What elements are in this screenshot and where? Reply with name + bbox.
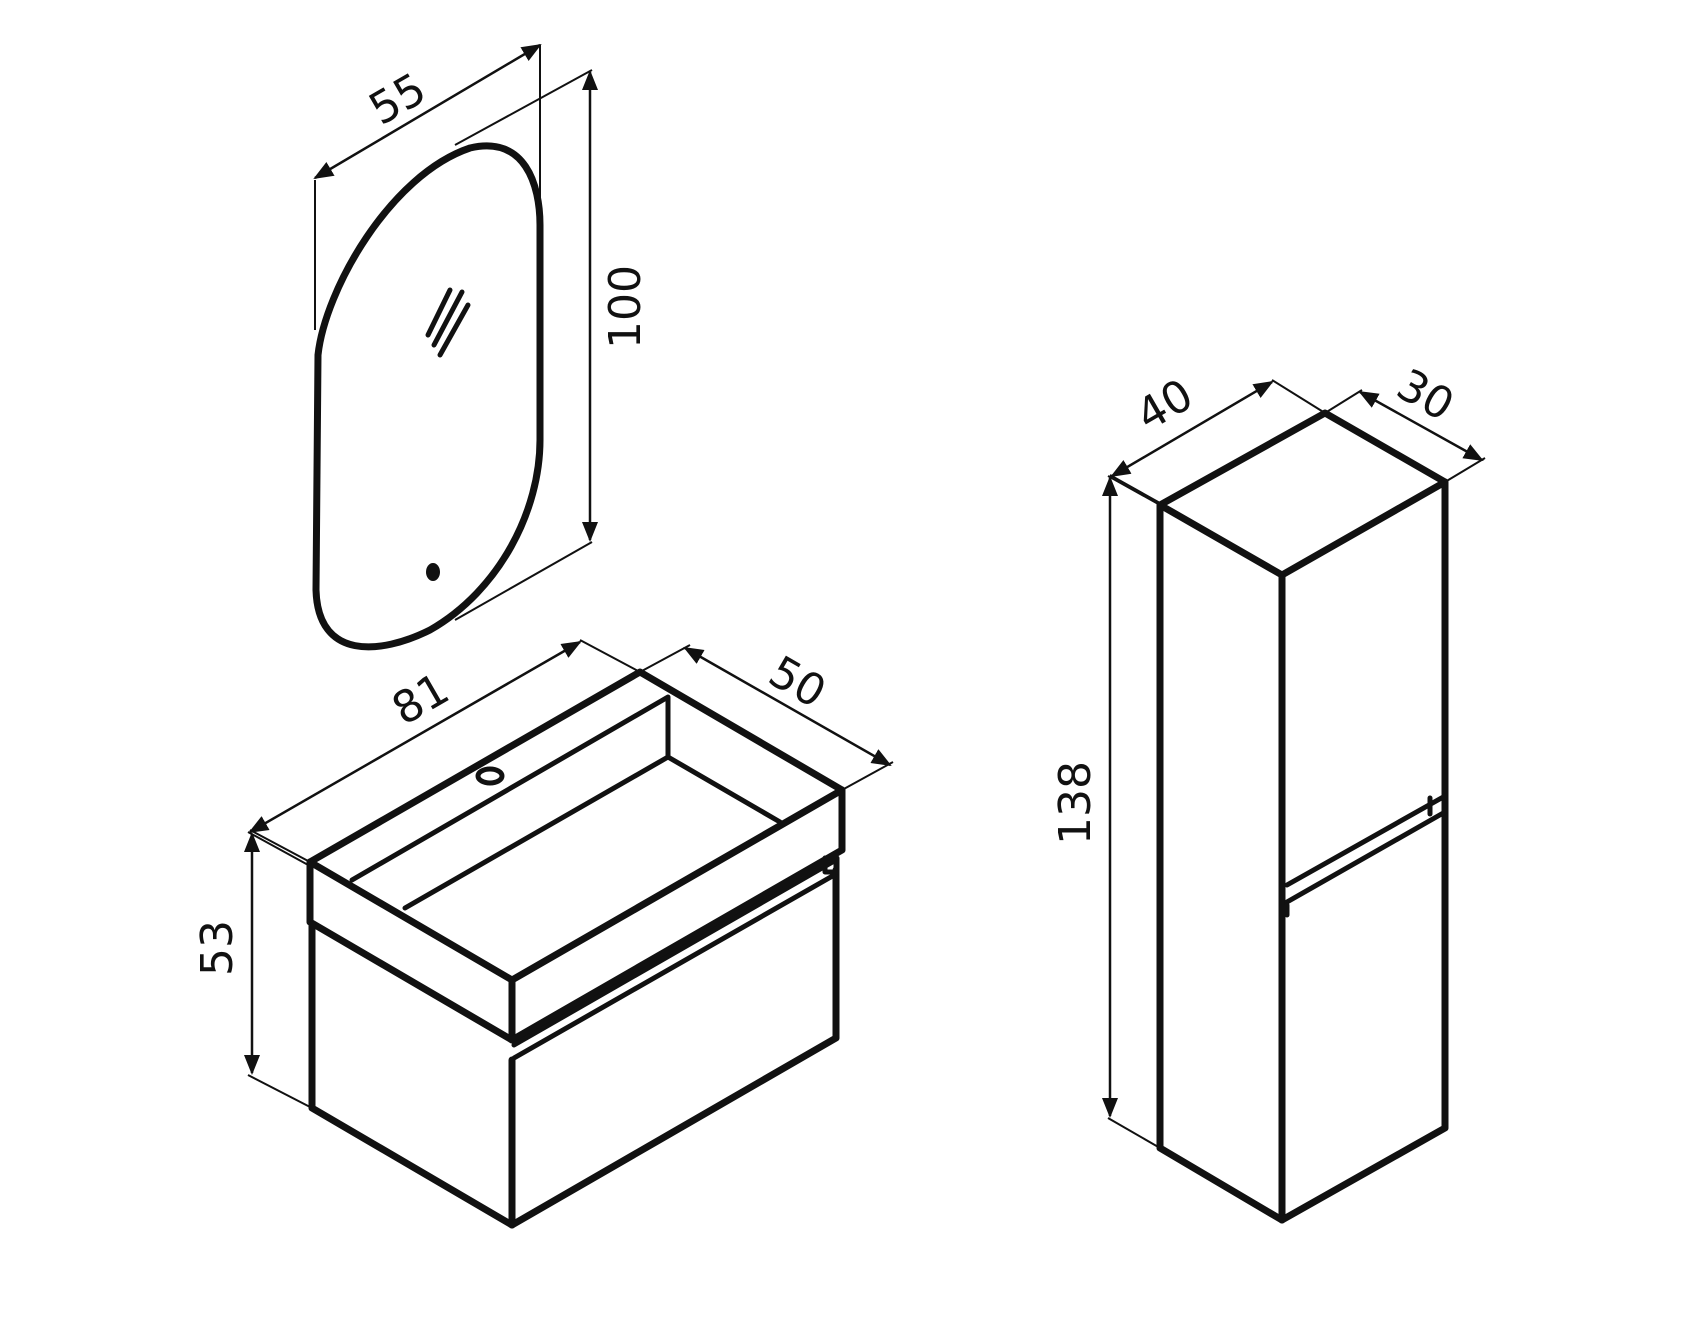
mirror-sensor-icon — [426, 563, 440, 581]
mirror-glare-icon — [425, 287, 471, 358]
tall-cabinet-depth-dimension: 30 — [1324, 359, 1486, 483]
mirror-height-label: 100 — [600, 265, 651, 349]
mirror-width-dimension: 55 — [313, 43, 542, 330]
vanity-cabinet-side — [508, 866, 840, 1229]
tall-cabinet-width-dimension: 40 — [1109, 369, 1326, 504]
tall-cabinet-height-label: 138 — [1050, 761, 1101, 845]
vanity-height-dimension: 53 — [192, 831, 313, 1109]
mirror-height-dimension: 100 — [454, 69, 651, 621]
vanity-width-label: 81 — [384, 663, 458, 735]
tall-cabinet-handle — [1284, 793, 1448, 905]
vanity-top-front — [306, 858, 516, 1044]
tall-cabinet: 40 30 138 — [1050, 359, 1486, 1224]
vanity-height-label: 53 — [192, 920, 243, 976]
vanity-depth-label: 50 — [760, 646, 834, 718]
tall-cabinet-left-side — [1156, 501, 1286, 1224]
tall-cabinet-front — [1278, 478, 1449, 1224]
mirror: 55 100 — [312, 43, 651, 651]
vanity-top-side — [508, 786, 846, 1044]
mirror-width-label: 55 — [361, 63, 435, 135]
vanity-unit: 81 50 53 — [192, 639, 894, 1229]
vanity-top-surface — [306, 668, 846, 984]
vanity-depth-dimension: 50 — [639, 644, 894, 791]
tap-hole-icon — [475, 766, 505, 786]
vanity-basin-edge — [665, 754, 783, 825]
vanity-handle-end — [822, 855, 840, 875]
vanity-basin-rim — [349, 694, 671, 911]
tall-cabinet-depth-label: 30 — [1388, 359, 1462, 431]
vanity-cabinet-front — [308, 921, 516, 1229]
tall-cabinet-height-dimension: 138 — [1050, 475, 1161, 1149]
tall-cabinet-top — [1156, 409, 1449, 579]
